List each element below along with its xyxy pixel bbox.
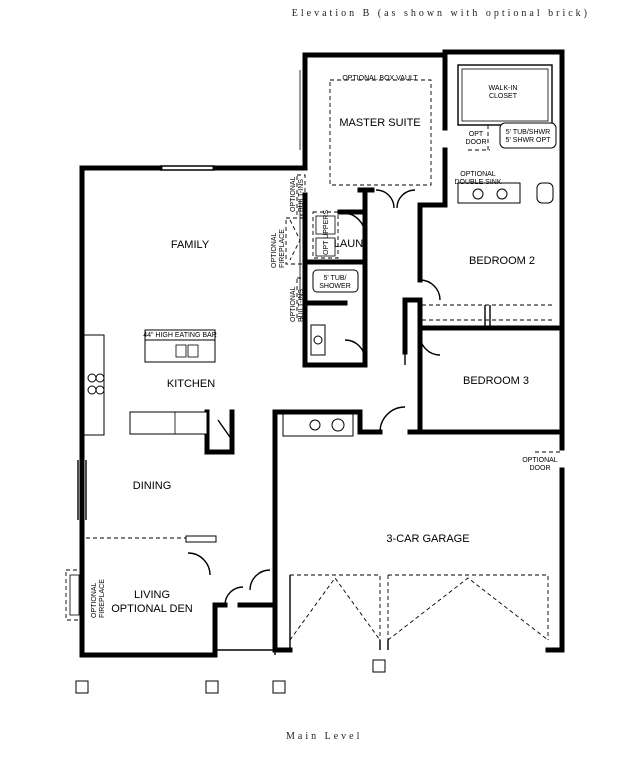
room-dining: DINING (133, 480, 172, 492)
note-builtins-upper-1: OPTIONAL (290, 176, 297, 212)
note-builtins-lower-1: OPTIONAL (290, 286, 297, 322)
note-tub-shwr: 5' TUB/SHWR (506, 129, 550, 136)
details (65, 64, 562, 655)
note-fireplace-2: FIREPLACE (279, 229, 286, 268)
exterior-markers (75, 659, 386, 694)
note-opt: OPT (469, 131, 484, 138)
walls (79, 49, 565, 658)
room-bedroom-3: BEDROOM 3 (463, 375, 529, 387)
note-builtins-lower-2: BUILT-INS (298, 289, 305, 322)
note-living-fireplace-1: OPTIONAL (91, 582, 98, 618)
note-builtins-upper-2: BUILT-INS (298, 179, 305, 212)
note-closet: CLOSET (489, 93, 518, 100)
room-laundry: LAUN. (334, 238, 366, 250)
room-living: LIVING (134, 589, 170, 601)
note-optional-sink: OPTIONAL (460, 171, 496, 178)
note-garage-door: DOOR (530, 465, 551, 472)
room-kitchen: KITCHEN (167, 378, 215, 390)
note-walk-in: WALK-IN (489, 85, 518, 92)
room-garage: 3-CAR GARAGE (386, 533, 469, 545)
note-fireplace-1: OPTIONAL (271, 232, 278, 268)
note-shower: SHOWER (319, 283, 351, 290)
note-door: DOOR (466, 139, 487, 146)
note-eating-bar: 44" HIGH EATING BAR (143, 332, 217, 339)
room-optional-den: OPTIONAL DEN (111, 603, 193, 615)
room-master-suite: MASTER SUITE (339, 117, 420, 129)
note-garage-optional: OPTIONAL (522, 457, 558, 464)
elevation-caption: Elevation B (as shown with optional bric… (291, 8, 590, 19)
level-caption: Main Level (286, 731, 363, 742)
room-family: FAMILY (171, 239, 210, 251)
note-box-vault: OPTIONAL BOX VAULT (342, 75, 418, 82)
room-bedroom-2: BEDROOM 2 (469, 255, 535, 267)
note-double-sink: DOUBLE SINK (454, 179, 501, 186)
note-shwr-opt: 5' SHWR OPT (506, 137, 552, 144)
note-opt-uppers: OPT UPPERS (323, 210, 330, 255)
note-tub: 5' TUB/ (324, 275, 347, 282)
note-living-fireplace-2: FIREPLACE (99, 579, 106, 618)
